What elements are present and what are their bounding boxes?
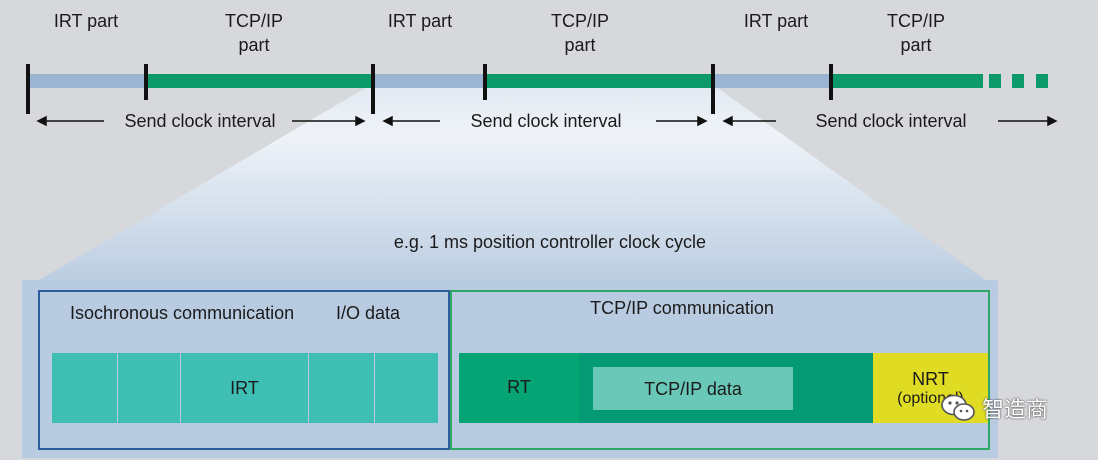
- tcpip-cell: TCP/IP data: [579, 353, 873, 423]
- irt-part-label-3: IRT part: [743, 11, 809, 31]
- rt-cell: RT: [459, 353, 579, 423]
- irt-part-label-2: IRT part: [387, 11, 453, 31]
- tcpip-segment-2: [485, 74, 713, 88]
- rt-label: RT: [507, 377, 531, 397]
- zoom-fan: [22, 84, 1000, 290]
- irt-part-label-1: IRT part: [53, 11, 119, 31]
- continuation-dash-2: [1012, 74, 1024, 88]
- io-data-label: I/O data: [336, 303, 401, 323]
- irt-segment-3: [713, 74, 831, 88]
- continuation-dash-3: [1036, 74, 1048, 88]
- tcpip-part-label-1: TCP/IP part: [224, 11, 283, 55]
- irt-slot-4: [309, 353, 374, 423]
- irt-slot-2: [118, 353, 180, 423]
- tcpip-data-label: TCP/IP data: [644, 379, 742, 399]
- tcpip-segment-1: [146, 74, 373, 88]
- isochronous-title: Isochronous communication: [70, 303, 295, 323]
- tcpip-communication-box: TCP/IP communication RT TCP/IP data NRT …: [450, 290, 990, 450]
- irt-slot-1: [52, 353, 117, 423]
- irt-label: IRT: [230, 378, 259, 398]
- tcpip-segment-3: [831, 74, 983, 88]
- irt-slot-3: IRT: [181, 353, 308, 423]
- watermark: 智造商: [940, 392, 1048, 424]
- nrt-label: NRT: [912, 369, 949, 389]
- tcpip-communication-title: TCP/IP communication: [590, 298, 774, 318]
- tcpip-data-block: TCP/IP data: [593, 367, 793, 410]
- tcpip-part-label-2: TCP/IP part: [550, 11, 609, 55]
- send-clock-interval-label-1: Send clock interval: [124, 111, 276, 131]
- irt-slot-5: [375, 353, 438, 423]
- watermark-text: 智造商: [982, 398, 1049, 423]
- isochronous-communication-box: Isochronous communication I/O data IRT: [38, 290, 450, 450]
- send-clock-interval-label-2: Send clock interval: [470, 111, 622, 131]
- send-clock-interval-label-3: Send clock interval: [815, 111, 967, 131]
- tcpip-part-label-3: TCP/IP part: [886, 11, 945, 55]
- zoom-caption: e.g. 1 ms position controller clock cycl…: [393, 232, 707, 252]
- continuation-dash-1: [989, 74, 1001, 88]
- wechat-icon: [941, 394, 975, 421]
- irt-segment-2: [373, 74, 485, 88]
- irt-segment-1: [28, 74, 146, 88]
